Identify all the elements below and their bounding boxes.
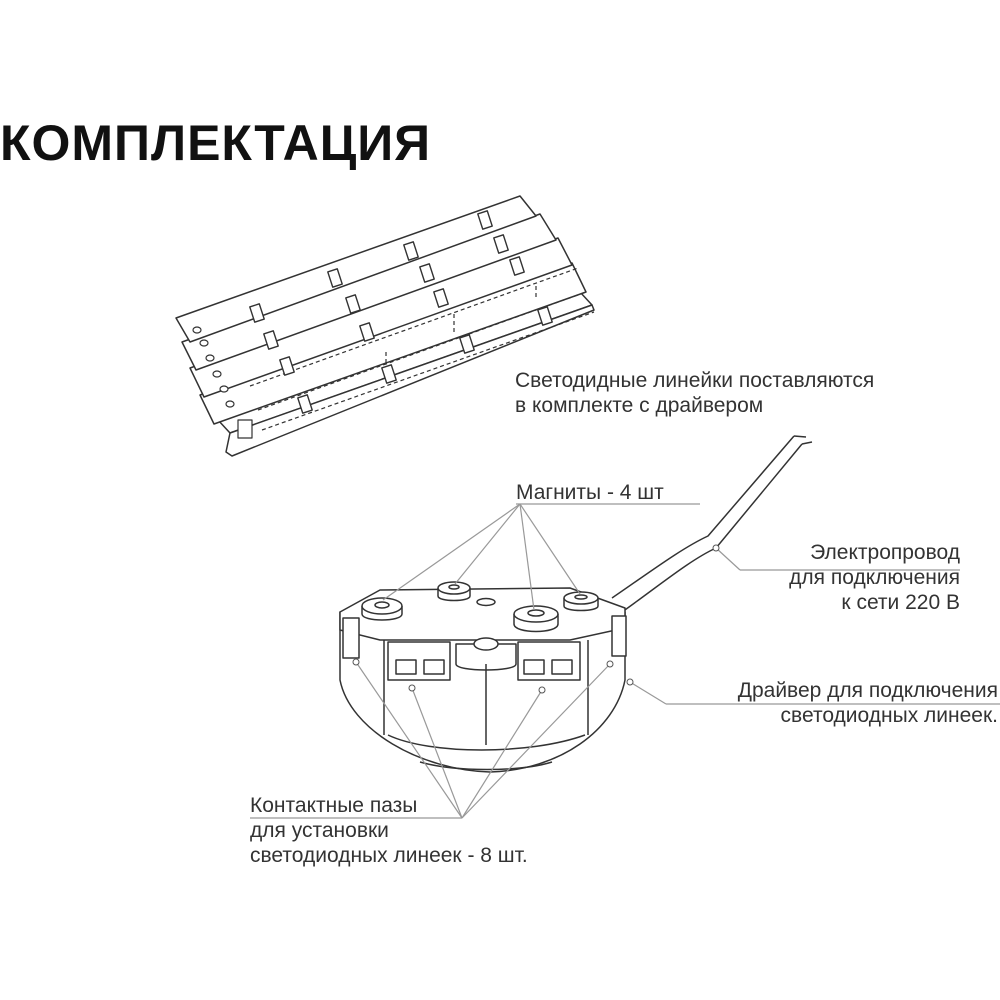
slots-label-line: Контактные пазы (250, 794, 418, 817)
magnet (563, 591, 599, 612)
contact-slot (342, 617, 360, 659)
leader-lines (250, 503, 1000, 819)
driver-label-line: Драйвер для подключения (737, 679, 998, 702)
wire-label-line: Электропровод (810, 541, 960, 564)
slots-label-line: светодиодных линеек - 8 шт. (250, 844, 528, 867)
driver-label-line: светодиодных линеек. (780, 704, 998, 727)
strips-caption-line: Светодидные линейки поставляются (515, 369, 875, 392)
contact-slot (611, 615, 627, 657)
strips-caption-line: в комплекте с драйвером (515, 394, 764, 417)
slots-label: Контактные пазы для установки светодиодн… (250, 793, 528, 868)
contact-slot (387, 641, 451, 681)
page-title: КОМПЛЕКТАЦИЯ (0, 115, 432, 171)
wire-label-line: для подключения (789, 566, 960, 589)
driver-illustration (339, 581, 627, 773)
wire-label: Электропровод для подключения к сети 220… (789, 540, 960, 615)
led-chip (249, 210, 553, 414)
driver-label: Драйвер для подключения светодиодных лин… (738, 678, 998, 728)
led-strips-illustration (175, 195, 595, 457)
magnet (513, 605, 559, 633)
slots-label-line: для установки (250, 819, 389, 842)
wire-label-line: к сети 220 В (841, 591, 960, 614)
led-strip (175, 195, 537, 343)
magnet (437, 581, 471, 602)
power-wire (611, 435, 813, 613)
contact-slot (517, 641, 581, 681)
magnet (361, 597, 403, 621)
magnets-label: Магниты - 4 шт (516, 481, 664, 504)
strips-caption: Светодидные линейки поставляются в компл… (515, 368, 874, 418)
